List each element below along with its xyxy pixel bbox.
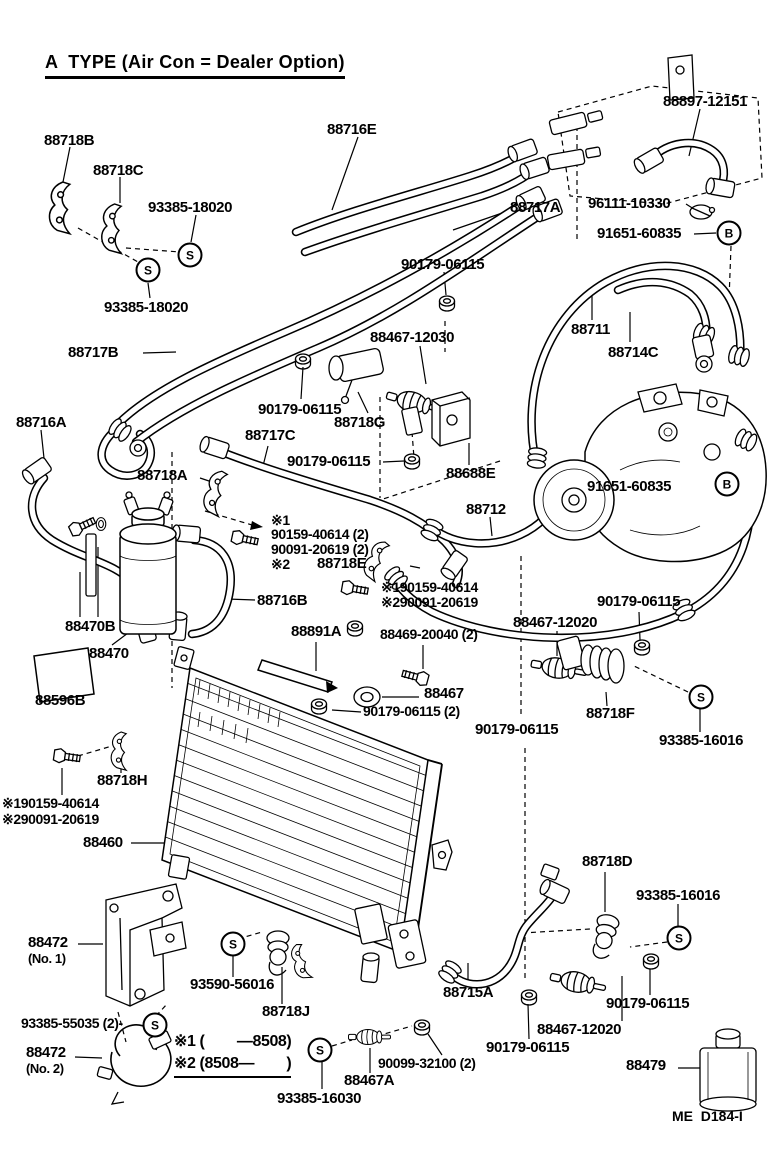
receiver-drier-drawing: [33, 491, 177, 703]
ac-pipes-and-hoses: [19, 110, 751, 985]
small-parts: [48, 181, 660, 1045]
leader-lines: [40, 108, 717, 1089]
condenser-drawing: [161, 646, 453, 984]
heater-hose-bracket: [667, 54, 695, 101]
mount-brackets: [96, 883, 187, 1105]
diagram-title: A TYPE (Air Con = Dealer Option): [45, 52, 345, 79]
compressor-drawing: [533, 383, 767, 563]
figure-code: ME D184-I: [672, 1108, 743, 1124]
filter-bottle-drawing: [699, 1028, 757, 1112]
